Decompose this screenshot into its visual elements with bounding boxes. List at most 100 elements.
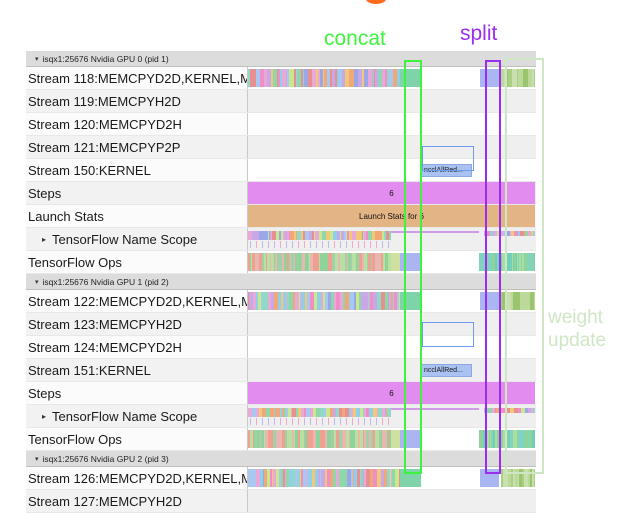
trace-event-block (271, 292, 273, 310)
trace-event-block (309, 253, 310, 271)
timeline-row-label[interactable]: TensorFlow Ops (26, 428, 248, 450)
steps-bar[interactable]: 6 (248, 382, 535, 404)
timeline-row[interactable]: Stream 123:MEMCPYH2D (26, 313, 536, 336)
trace-event-block (364, 292, 368, 310)
timeline-track[interactable] (248, 290, 536, 312)
trace-event-block (352, 241, 353, 248)
timeline-row-label[interactable]: Steps (26, 182, 248, 204)
timeline-row-label-text: Stream 123:MEMCPYH2D (28, 316, 182, 332)
timeline-track[interactable]: 6 (248, 182, 536, 204)
timeline-row-label[interactable]: Steps (26, 382, 248, 404)
trace-event-block (301, 253, 302, 271)
caret-down-icon[interactable]: ▾ (35, 455, 39, 463)
trace-event-block (287, 430, 290, 448)
timeline-row-label[interactable]: ▸TensorFlow Name Scope (26, 228, 248, 250)
timeline-row[interactable]: Stream 127:MEMCPYH2D (26, 490, 536, 513)
trace-event-block (495, 253, 497, 271)
section-header-gpu-1[interactable]: ▾isqx1:25676 Nvidia GPU 1 (pid 2) (26, 274, 536, 290)
timeline-row-label[interactable]: Stream 127:MEMCPYH2D (26, 490, 248, 512)
trace-event-block (350, 292, 354, 310)
timeline-row-label[interactable]: Stream 124:MEMCPYD2H (26, 336, 248, 358)
timeline-row[interactable]: Stream 118:MEMCPYD2D,KERNEL,ME (26, 67, 536, 90)
trace-event-block (366, 253, 367, 271)
timeline-track[interactable]: 6 (248, 382, 536, 404)
timeline-row-label[interactable]: Stream 121:MEMCPYP2P (26, 136, 248, 158)
trace-event-block (350, 430, 353, 448)
trace-event-block (524, 231, 525, 236)
trace-event-block (316, 430, 317, 448)
trace-event-block (324, 69, 327, 87)
trace-event-block (274, 408, 275, 417)
steps-bar[interactable]: 6 (248, 182, 535, 204)
trace-event-block (310, 292, 314, 310)
trace-event-block (394, 292, 397, 310)
chevron-right-icon[interactable]: ▸ (42, 234, 47, 244)
timeline-row[interactable]: TensorFlow Ops (26, 251, 536, 274)
timeline-row-label[interactable]: Stream 126:MEMCPYD2D,KERNEL,MI (26, 467, 248, 489)
trace-event-block (391, 408, 479, 410)
timeline-row[interactable]: Stream 151:KERNEL ncclAllRed... (26, 359, 536, 382)
timeline-row-label[interactable]: ▸TensorFlow Name Scope (26, 405, 248, 427)
timeline-row[interactable]: Stream 121:MEMCPYP2P (26, 136, 536, 159)
timeline-row[interactable]: Stream 124:MEMCPYD2H (26, 336, 536, 359)
timeline-row-label[interactable]: Stream 119:MEMCPYH2D (26, 90, 248, 112)
trace-event-block (330, 231, 333, 240)
trace-event-block (331, 253, 332, 271)
timeline-row-label[interactable]: Stream 151:KERNEL (26, 359, 248, 381)
timeline-row-label[interactable]: Stream 118:MEMCPYD2D,KERNEL,ME (26, 67, 248, 89)
chevron-right-icon[interactable]: ▸ (42, 411, 47, 421)
timeline-row[interactable]: ▸TensorFlow Name Scope (26, 405, 536, 428)
trace-event-block (494, 231, 497, 236)
trace-event-block (522, 430, 523, 448)
trace-event-block (290, 231, 294, 240)
timeline-track[interactable] (248, 490, 536, 512)
trace-event-block (316, 253, 317, 271)
trace-event-block (248, 292, 249, 310)
timeline-row-label[interactable]: Stream 150:KERNEL (26, 159, 248, 181)
trace-event-block (312, 430, 313, 448)
section-header-gpu-2[interactable]: ▾isqx1:25676 Nvidia GPU 2 (pid 3) (26, 451, 536, 467)
trace-event-block (527, 253, 529, 271)
trace-event-block (286, 69, 287, 87)
trace-event-block (369, 292, 370, 310)
section-header-gpu-0[interactable]: ▾isqx1:25676 Nvidia GPU 0 (pid 1) (26, 51, 536, 67)
timeline-row-label[interactable]: TensorFlow Ops (26, 251, 248, 273)
timeline-row-label[interactable]: Launch Stats (26, 205, 248, 227)
trace-event-block (274, 69, 277, 87)
trace-event-block (304, 430, 305, 448)
trace-event-block (515, 430, 517, 448)
timeline-track[interactable]: Launch Stats for 6 (248, 205, 536, 227)
timeline-row[interactable]: TensorFlow Ops (26, 428, 536, 451)
trace-event-block (308, 253, 309, 271)
trace-event-block (375, 253, 377, 271)
timeline-track[interactable] (248, 405, 536, 427)
timeline-row[interactable]: Stream 119:MEMCPYH2D (26, 90, 536, 113)
trace-event-block (349, 292, 350, 310)
timeline-row-label[interactable]: Stream 120:MEMCPYD2H (26, 113, 248, 135)
timeline-row[interactable]: Stream 122:MEMCPYD2D,KERNEL,MI (26, 290, 536, 313)
nccl-allreduce-bar[interactable]: ncclAllRed... (420, 364, 472, 377)
trace-event-block (284, 253, 287, 271)
trace-event-block (328, 241, 329, 248)
timeline-row-label[interactable]: Stream 123:MEMCPYH2D (26, 313, 248, 335)
trace-event-block (294, 231, 296, 240)
trace-event-block (518, 430, 519, 448)
timeline-track[interactable] (248, 251, 536, 273)
timeline-row[interactable]: ▸TensorFlow Name Scope (26, 228, 536, 251)
launch-stats-bar[interactable]: Launch Stats for 6 (248, 205, 535, 227)
caret-down-icon[interactable]: ▾ (35, 278, 39, 286)
trace-event-block (499, 231, 503, 236)
timeline-row[interactable]: Stream 120:MEMCPYD2H (26, 113, 536, 136)
trace-viewer-panel[interactable]: ▾isqx1:25676 Nvidia GPU 0 (pid 1)Stream … (26, 51, 536, 513)
timeline-row[interactable]: Stream 126:MEMCPYD2D,KERNEL,MI (26, 467, 536, 490)
timeline-track[interactable] (248, 428, 536, 450)
caret-down-icon[interactable]: ▾ (35, 55, 39, 63)
timeline-row-label[interactable]: Stream 122:MEMCPYD2D,KERNEL,MI (26, 290, 248, 312)
trace-event-block (525, 69, 528, 87)
trace-event-block (337, 231, 340, 240)
timeline-track[interactable] (248, 228, 536, 250)
